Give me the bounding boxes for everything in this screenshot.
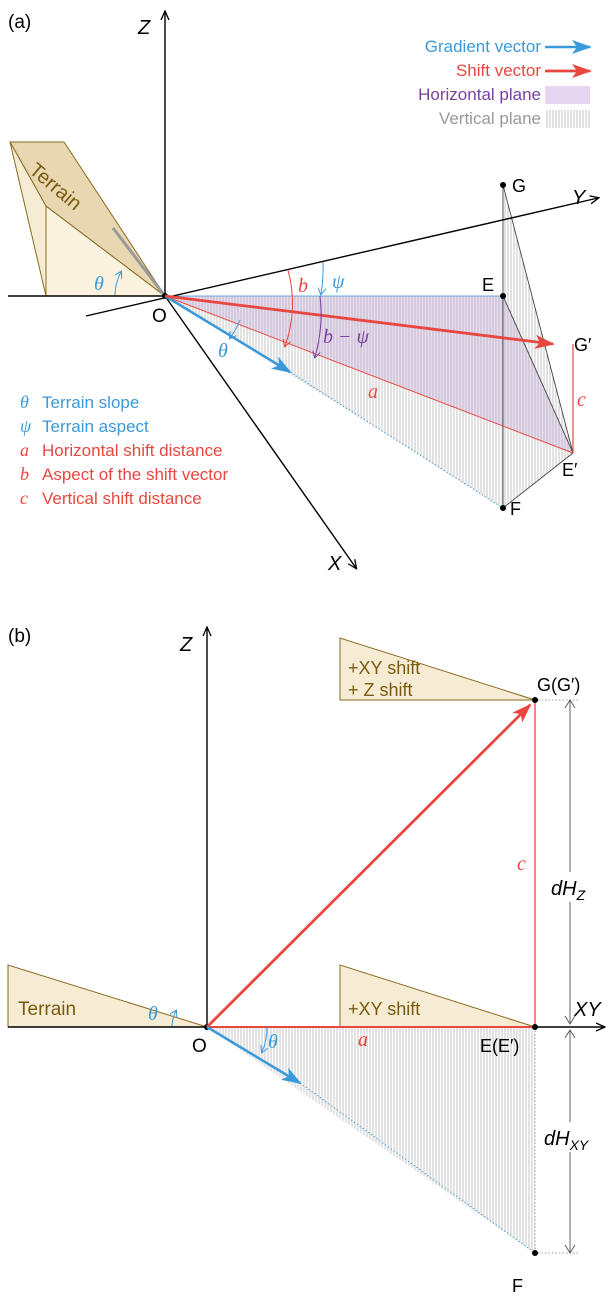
gradient-vector-b	[206, 1025, 302, 1085]
definition-symbol: a	[20, 440, 29, 460]
definition-symbol: b	[20, 464, 29, 484]
line-o-f-dotted-b	[299, 1082, 536, 1254]
c-label-b: c	[517, 853, 526, 875]
panel-a: (a) Terrain θ Z Y X O	[8, 12, 598, 575]
point-g-a	[500, 182, 506, 188]
z-axis-label-b: Z	[179, 634, 193, 656]
gradient-vector-a	[164, 294, 292, 374]
xyz-shift-label-1: +XY shift	[348, 658, 420, 678]
dhz-label-bg	[548, 872, 600, 902]
xy-axis-label-b: XY	[573, 999, 602, 1021]
point-e-a	[500, 293, 506, 299]
panel-b: (b) Terrain θ +XY shift +XY shift + Z sh…	[7, 626, 604, 1296]
vertical-plane-front	[165, 296, 503, 508]
legend-shift-label: Shift vector	[456, 61, 541, 80]
point-g-label-a: G	[512, 176, 526, 196]
theta-label-b: θ	[268, 1031, 278, 1053]
legend-gradient-label: Gradient vector	[425, 37, 542, 56]
dim-arrow-top	[564, 699, 576, 709]
legend-horizontal-swatch	[545, 86, 590, 104]
definition-symbol: c	[20, 488, 28, 508]
c-label-a: c	[577, 389, 586, 411]
dhxy-label: dHXY	[542, 1122, 604, 1153]
definition-symbol: θ	[20, 392, 29, 412]
point-f-label-b: F	[512, 1276, 523, 1296]
svg-text:dHZ: dHZ	[551, 878, 586, 903]
b-minus-psi-arc	[315, 295, 322, 357]
theta-arc-terrain-a	[114, 272, 121, 297]
origin-label-a: O	[152, 306, 167, 327]
point-f-label-a: F	[510, 499, 521, 519]
psi-label: ψ	[332, 271, 345, 293]
dhxy-main: dH	[544, 1128, 570, 1150]
psi-arc	[321, 261, 323, 294]
a-label-a: a	[368, 381, 378, 403]
theta-arc-a	[230, 319, 241, 338]
dhz-sub: Z	[576, 887, 586, 903]
line-o-ep	[164, 295, 574, 454]
b-arc	[285, 269, 294, 346]
dhz-label: dHZ	[548, 872, 600, 903]
x-axis-label-a: X	[327, 553, 342, 575]
xyz-shift-label-2: + Z shift	[348, 680, 413, 700]
definition-symbol: ψ	[20, 416, 32, 436]
z-axis-label-a: Z	[137, 17, 151, 39]
definition-text: Terrain slope	[42, 393, 139, 412]
point-e-b	[532, 1024, 538, 1030]
panel-a-label: (a)	[8, 12, 31, 33]
theta-label-terrain-a: θ	[94, 273, 104, 295]
line-o-f-dotted	[289, 371, 504, 509]
shift-vector-b	[206, 703, 532, 1028]
legend-a: Gradient vector Shift vector Horizontal …	[418, 37, 592, 128]
line-e-ep	[502, 295, 574, 454]
definition-text: Terrain aspect	[42, 417, 149, 436]
terrain-block-a: Terrain θ	[9, 141, 167, 297]
legend-vertical-swatch	[545, 110, 590, 128]
vertical-plane-b	[207, 1027, 535, 1253]
theta-label-terrain-b: θ	[148, 1003, 158, 1025]
line-f-ep	[502, 452, 574, 509]
definitions-a: θ Terrain slope ψ Terrain aspect a Horizontal…	[20, 392, 228, 508]
point-g-b	[532, 697, 538, 703]
b-minus-psi-label: b − ψ	[323, 326, 369, 348]
point-f-b	[532, 1250, 538, 1256]
definition-text: Vertical shift distance	[42, 489, 202, 508]
theta-arc-b	[262, 1026, 267, 1052]
theta-label-a: θ	[218, 340, 228, 362]
definition-text: Aspect of the shift vector	[42, 465, 228, 484]
dim-arrow-mid-down	[564, 1029, 576, 1039]
a-label-b: a	[358, 1029, 368, 1051]
point-ep-label-a: E′	[562, 460, 578, 480]
xy-shift-label: +XY shift	[348, 999, 420, 1019]
point-e-label-b: E(E′)	[480, 1036, 519, 1056]
legend-horizontal-label: Horizontal plane	[418, 85, 541, 104]
point-g-label-b: G(G′)	[537, 675, 580, 695]
b-label: b	[298, 275, 308, 297]
terrain-gradient-line	[111, 227, 167, 297]
dhxy-label-bg	[542, 1122, 604, 1152]
line-g-ep	[502, 184, 574, 454]
shift-vector-a	[164, 294, 555, 349]
dim-arrow-bottom	[564, 1244, 576, 1254]
svg-text:dHXY: dHXY	[544, 1128, 590, 1153]
panel-b-label: (b)	[8, 626, 31, 647]
xyz-shift-triangle	[339, 637, 536, 701]
dim-arrow-mid-up	[564, 1015, 576, 1025]
y-axis-label-a: Y	[572, 187, 587, 209]
x-axis-a	[164, 295, 356, 568]
terrain-label-b: Terrain	[18, 999, 76, 1020]
dhxy-sub: XY	[569, 1137, 590, 1153]
origin-label-b: O	[192, 1036, 207, 1057]
dhz-main: dH	[551, 878, 577, 900]
legend-vertical-label: Vertical plane	[439, 109, 541, 128]
point-e-label-a: E	[482, 275, 494, 295]
definition-text: Horizontal shift distance	[42, 441, 222, 460]
point-gp-label-a: G′	[574, 335, 592, 355]
point-f-a	[500, 505, 506, 511]
